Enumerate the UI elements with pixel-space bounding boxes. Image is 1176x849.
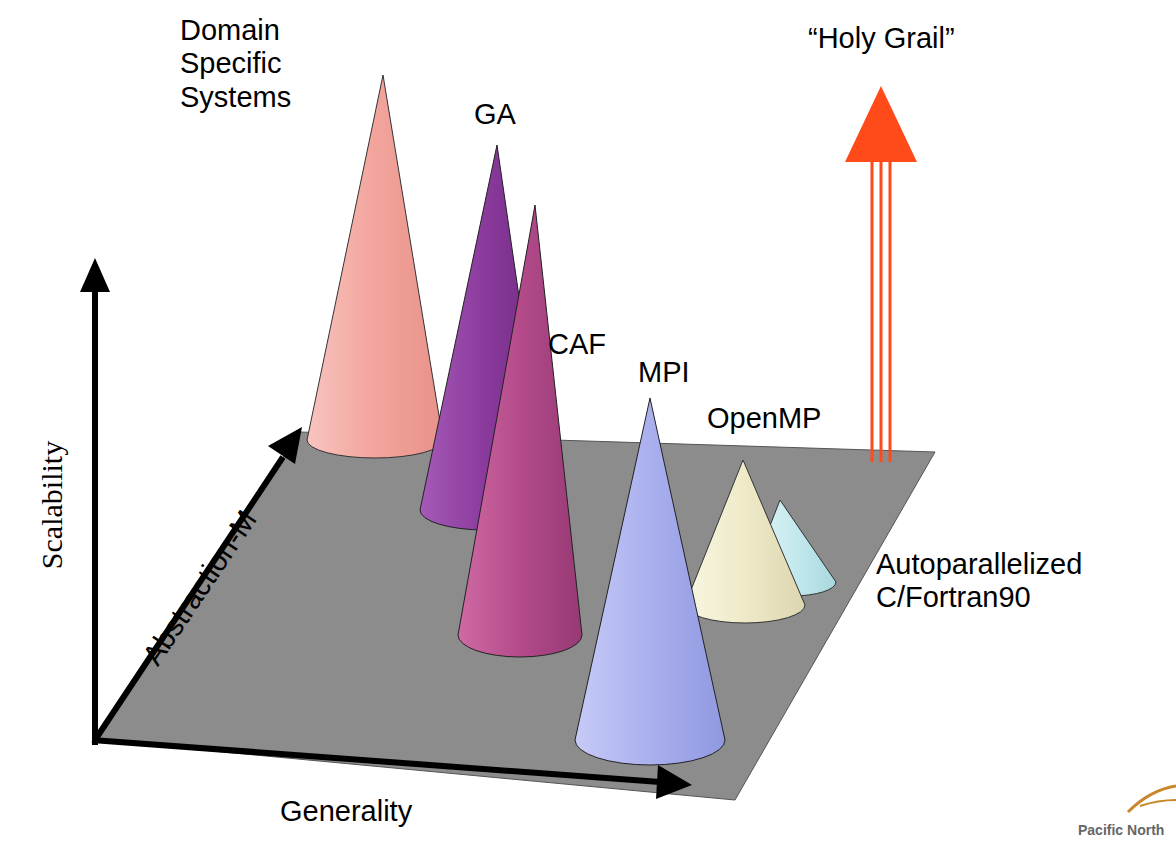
axis-label: Generality	[280, 795, 412, 828]
cone-domain-specific	[307, 75, 443, 458]
cone-label: CAF	[548, 328, 606, 361]
axes	[80, 258, 692, 799]
holy-grail-arrow	[845, 86, 917, 462]
axis-system-label: Domain Specific Systems	[180, 14, 350, 114]
axis-label: Scalability	[35, 441, 70, 569]
cone-label: OpenMP	[707, 402, 821, 435]
goal-label: “Holy Grail”	[808, 22, 955, 55]
cone-label: MPI	[638, 356, 690, 389]
logo-mark	[1128, 786, 1176, 812]
cone-mpi	[575, 398, 725, 765]
logo-text: Pacific North	[1078, 822, 1164, 838]
cone-caf	[458, 205, 582, 657]
cone-openmp	[685, 460, 805, 623]
cone-label: GA	[474, 98, 516, 131]
cone-label: Autoparallelized C/Fortran90	[876, 548, 1136, 615]
